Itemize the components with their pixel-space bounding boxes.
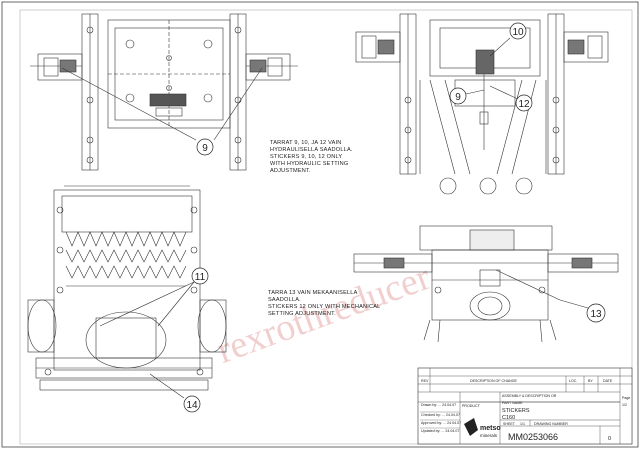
view-top-left bbox=[30, 13, 298, 171]
loc-header: LOC. bbox=[569, 379, 577, 383]
svg-text:12: 12 bbox=[518, 99, 530, 110]
sheet-value: 1/1 bbox=[520, 422, 525, 426]
approved-by: Approved by: ... 24.04.07 bbox=[421, 421, 461, 425]
date-header: DATE bbox=[603, 379, 613, 383]
view-top-right bbox=[355, 13, 609, 195]
metso-logo: metso minerals bbox=[464, 418, 501, 438]
part-name-label: PART NAME bbox=[502, 401, 523, 405]
callout-12: 12 bbox=[515, 94, 533, 112]
callout-13: 13 bbox=[586, 303, 606, 323]
svg-text:9: 9 bbox=[455, 92, 461, 103]
revision-value: 0 bbox=[608, 436, 611, 442]
model: C160 bbox=[502, 415, 515, 421]
view-bottom-right bbox=[353, 225, 619, 343]
updated-by: Updated by: ... 24.04.07 bbox=[421, 429, 459, 433]
assembly-label: ASSEMBLY & DESCRIPTION OR bbox=[502, 394, 557, 398]
drawn-by: Drawn by: ... 24.04.07 bbox=[421, 403, 456, 407]
note-hydraulic-adjustment: TARRAT 9, 10, JA 12 VAIN HYDRAULISELLA S… bbox=[270, 140, 354, 174]
callout-10: 10 bbox=[509, 22, 527, 40]
part-name: STICKERS bbox=[502, 408, 530, 414]
callout-14: 14 bbox=[183, 395, 201, 413]
svg-text:metso: metso bbox=[480, 425, 501, 432]
svg-text:14: 14 bbox=[186, 400, 198, 411]
product-label: PRODUCT bbox=[462, 404, 481, 408]
description-header: DESCRIPTION OF CHANGE bbox=[470, 379, 518, 383]
by-header: BY bbox=[588, 379, 593, 383]
callout-11: 11 bbox=[191, 267, 209, 285]
callout-9-left: 9 bbox=[196, 138, 214, 156]
callout-9-right: 9 bbox=[449, 87, 467, 105]
drawing-number: MM0253066 bbox=[508, 432, 558, 442]
page-label: Page bbox=[622, 396, 630, 400]
svg-text:9: 9 bbox=[202, 143, 208, 154]
svg-text:minerals: minerals bbox=[480, 433, 498, 438]
svg-text:13: 13 bbox=[590, 309, 602, 320]
svg-text:11: 11 bbox=[195, 272, 206, 283]
sheet-label: SHEET bbox=[503, 422, 516, 426]
view-bottom-left bbox=[27, 185, 227, 399]
svg-text:10: 10 bbox=[512, 27, 524, 38]
title-block: REV DESCRIPTION OF CHANGE LOC. BY DATE A… bbox=[417, 367, 633, 445]
drawing-number-label: DRAWING NUMBER bbox=[534, 422, 568, 426]
page-value: 1/2 bbox=[622, 403, 627, 407]
inner-border bbox=[19, 9, 633, 445]
rev-header: REV bbox=[421, 379, 429, 383]
note-mechanical-adjustment: TARRA 13 VAIN MEKAANISELLA SAADOLLA. STI… bbox=[268, 290, 382, 317]
checked-by: Checked by: ... 24.04.07 bbox=[421, 413, 460, 417]
